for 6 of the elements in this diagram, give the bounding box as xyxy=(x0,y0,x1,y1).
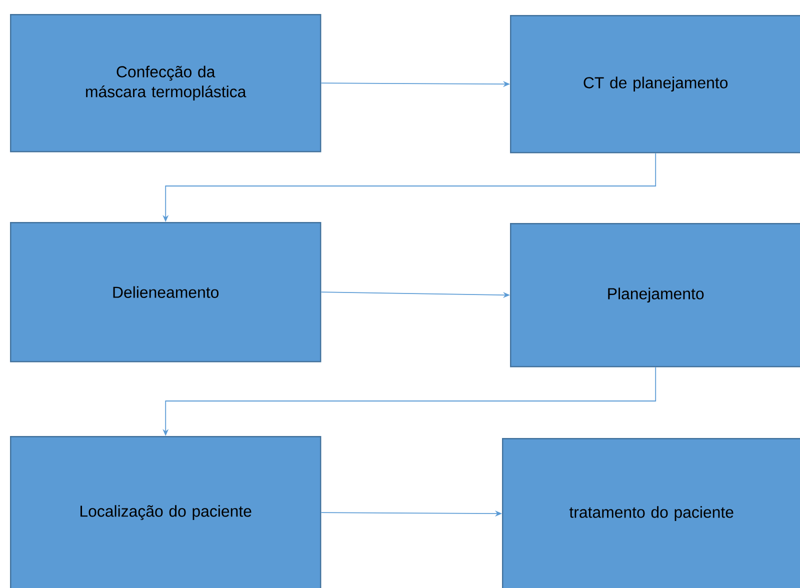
process-box: Planejamento xyxy=(510,223,800,368)
process-box: Localização do paciente xyxy=(10,436,322,588)
process-box: tratamento do paciente xyxy=(502,438,800,588)
process-box: Confecção da máscara termoplástica xyxy=(10,14,322,152)
process-box: Delieneamento xyxy=(10,222,322,362)
process-box: CT de planejamento xyxy=(510,15,800,154)
